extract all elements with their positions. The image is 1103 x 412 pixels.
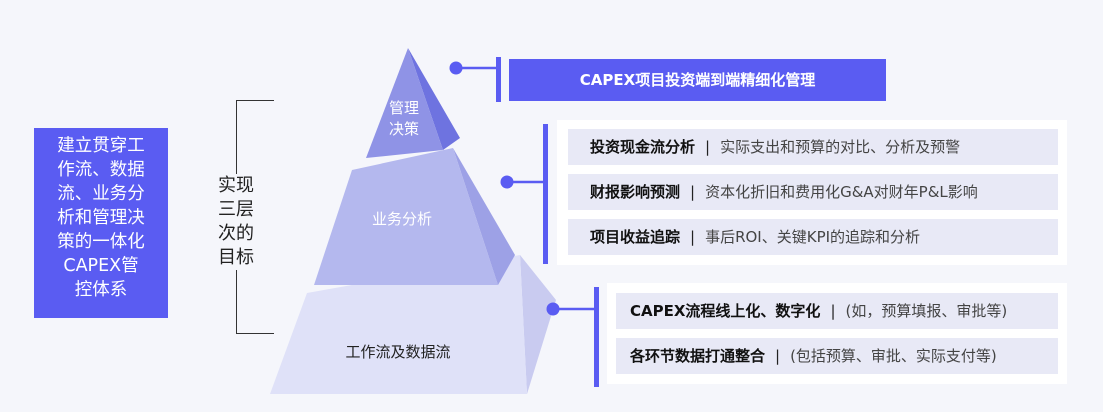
pyramid-label-line: 管理 [388, 99, 419, 117]
goal-line: 实现 [218, 175, 254, 196]
row-separator: | [830, 302, 836, 320]
goal-line: 目标 [218, 247, 254, 268]
goal-text: 实现 三层 次的 目标 [218, 174, 266, 270]
pyramid-label-middle: 业务分析 [371, 210, 432, 228]
pyramid-label-line: 决策 [388, 120, 419, 138]
pyramid-tier-middle-back [453, 148, 515, 285]
analysis-row: 投资现金流分析 | 实际支出和预算的对比、分析及预警 [568, 129, 1058, 165]
summary-box: 建立贯穿工 作流、数据 流、业务分 析和管理决 策的一体化 CAPEX管 控体系 [34, 128, 168, 318]
summary-line: 控体系 [74, 280, 128, 300]
row-title: 各环节数据打通整合 [630, 347, 766, 365]
pyramid-tier-bottom [270, 255, 527, 394]
management-banner: CAPEX项目投资端到端精细化管理 [509, 59, 886, 101]
row-separator: | [690, 183, 696, 201]
row-description: (包括预算、审批、实际支付等) [790, 347, 997, 365]
connector-bar [496, 57, 501, 102]
pyramid-label-bottom: 工作流及数据流 [345, 343, 451, 361]
summary-line: CAPEX管 [63, 256, 139, 276]
row-separator: | [690, 228, 696, 246]
summary-line: 策的一体化 [57, 232, 145, 252]
workflow-row: CAPEX流程线上化、数字化 | (如，预算填报、审批等) [616, 293, 1058, 329]
pyramid-label-top: 管理 决策 [382, 98, 426, 140]
row-description: 资本化折旧和费用化G&A对财年P&L影响 [705, 183, 978, 201]
summary-line: 析和管理决 [57, 208, 145, 228]
row-title: 财报影响预测 [590, 183, 681, 201]
goal-line: 三层 [218, 199, 254, 220]
workflow-row: 各环节数据打通整合 | (包括预算、审批、实际支付等) [616, 338, 1058, 374]
row-description: 实际支出和预算的对比、分析及预警 [720, 138, 961, 156]
pyramid-tier-middle [314, 148, 498, 285]
pyramid-tier-top [366, 48, 443, 158]
row-title: CAPEX流程线上化、数字化 [630, 302, 821, 320]
connector-bar [543, 124, 548, 264]
row-description: (如，预算填报、审批等) [845, 302, 1008, 320]
row-separator: | [775, 347, 781, 365]
row-description: 事后ROI、关键KPI的追踪和分析 [705, 228, 921, 246]
analysis-row: 财报影响预测 | 资本化折旧和费用化G&A对财年P&L影响 [568, 174, 1058, 210]
summary-line: 流、业务分 [57, 184, 145, 204]
summary-line: 建立贯穿工 [57, 136, 145, 156]
pyramid-tier-top-back [408, 48, 460, 150]
analysis-row: 项目收益追踪 | 事后ROI、关键KPI的追踪和分析 [568, 219, 1058, 255]
connector-bar [594, 287, 599, 387]
row-title: 投资现金流分析 [590, 138, 696, 156]
row-separator: | [705, 138, 711, 156]
summary-line: 作流、数据 [57, 160, 145, 180]
row-title: 项目收益追踪 [590, 228, 681, 246]
pyramid-tier-bottom-back [520, 255, 556, 394]
goal-line: 次的 [218, 223, 254, 244]
